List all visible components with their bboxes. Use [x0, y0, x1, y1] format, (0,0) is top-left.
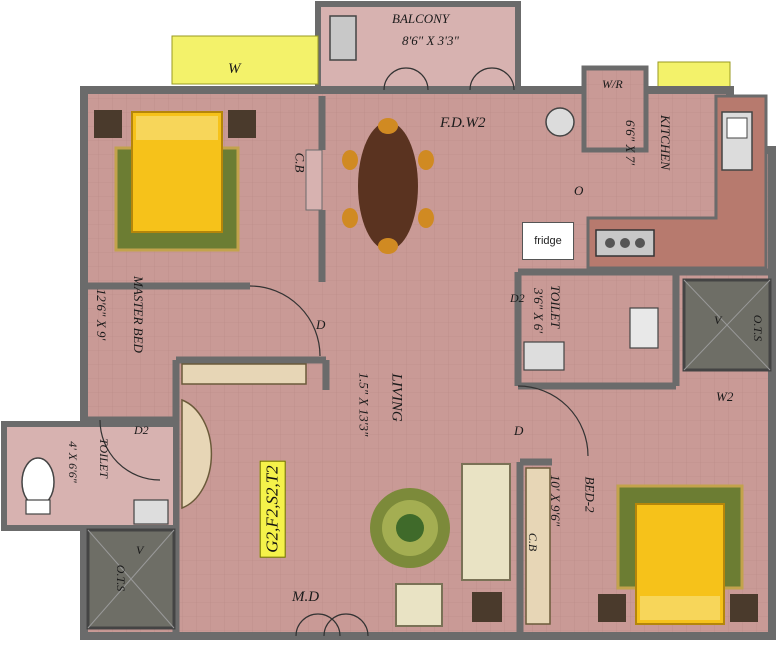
rug-icon [370, 488, 450, 568]
w2-label: W2 [716, 389, 734, 404]
nightstand-icon [598, 594, 626, 622]
cb-bed2 [525, 467, 551, 625]
door-swings [99, 67, 589, 637]
window-label: W [228, 61, 241, 77]
cb-label: C.B [292, 152, 308, 173]
window-w [171, 35, 319, 85]
wardrobe-arc [181, 398, 213, 510]
unit-tag: G2,F2,S2,T2 [259, 460, 286, 558]
door-label-master: D [316, 317, 326, 332]
main-door-label: M.D [292, 589, 320, 605]
toilet-left-size: 4' X 6'6" [65, 441, 80, 483]
ots-left-label: O.T.S [114, 564, 129, 592]
balcony-cabinet-icon [329, 15, 357, 61]
kitchen-size: 6'6" X 7' [622, 120, 638, 165]
d2-label-toilet: D2 [510, 291, 525, 305]
wr-room [581, 65, 649, 153]
d2-label-master: D2 [134, 423, 149, 437]
kitchen-name: KITCHEN [657, 115, 673, 170]
fdw2-label: F.D.W2 [440, 115, 486, 131]
basin-right-icon [523, 341, 565, 371]
wr-label: W/R [602, 77, 623, 91]
wc-right-icon [629, 307, 659, 349]
interior-walls [88, 96, 772, 636]
side-table-icon [472, 592, 502, 622]
nightstand-icon [94, 110, 122, 138]
armchair-icon [395, 583, 443, 627]
master-bed-size: 12'6" X 9' [94, 288, 110, 341]
dining-table-icon [342, 118, 434, 254]
balcony-name: BALCONY [392, 11, 450, 26]
cb-bed2-label: C.B [526, 532, 541, 552]
master-bed-name: MASTER BED [130, 276, 146, 353]
wash-basin-icon [545, 107, 575, 137]
nightstand-icon [228, 110, 256, 138]
o-label: O [574, 183, 584, 198]
living-name: LIVING [388, 373, 405, 422]
v-label-left: V [136, 543, 144, 557]
wc-left-icon [21, 457, 55, 507]
sofa-icon [461, 463, 511, 581]
toilet-right-size: 3'6" X 6' [530, 288, 546, 333]
balcony-size: 8'6" X 3'3" [402, 33, 459, 48]
toilet-right-name: TOILET [548, 284, 564, 329]
fridge-icon: fridge [522, 222, 574, 260]
bed2-size: 10' X 9'6" [548, 474, 564, 527]
door-label-bed2: D [514, 423, 524, 438]
cb-master [305, 149, 323, 211]
ots-right-label: O.T.S [751, 314, 766, 342]
nightstand-icon [730, 594, 758, 622]
basin-left-icon [133, 499, 169, 525]
window-kitchen [657, 61, 731, 89]
bed2-name: BED-2 [582, 476, 598, 513]
v-label-right: V [714, 313, 722, 327]
living-size: 1.5" X 13'3" [356, 372, 372, 437]
wardrobe-master [181, 363, 307, 385]
toilet-left-name: TOILET [96, 438, 111, 478]
